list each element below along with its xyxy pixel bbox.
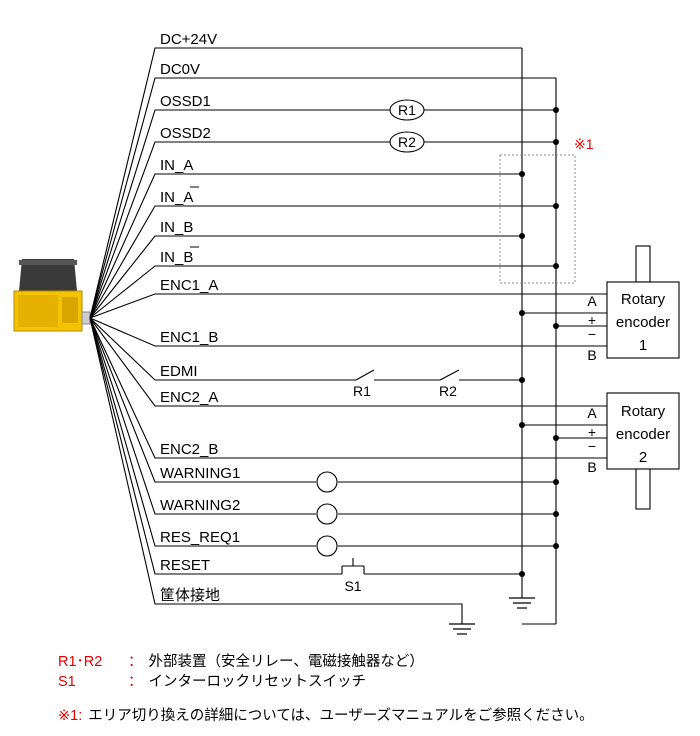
legend-text-note: エリア切り換えの詳細については、ユーザーズマニュアルをご参照ください。	[88, 708, 594, 724]
svg-text:R1: R1	[353, 383, 371, 399]
lamp-warning2-icon	[316, 503, 338, 525]
legend-sep: ：	[128, 674, 143, 690]
legend-sep: ：	[128, 654, 143, 670]
junction-dot	[553, 107, 559, 113]
svg-text:1: 1	[639, 337, 647, 354]
junction-dots	[519, 107, 559, 577]
overbars	[190, 186, 199, 248]
junction-dot	[519, 571, 525, 577]
junction-dot	[519, 422, 525, 428]
junction-dot	[519, 377, 525, 383]
svg-text:R1: R1	[398, 102, 416, 118]
signal-label: ENC1_B	[160, 329, 218, 346]
legend-key-relays: R1･R2	[58, 654, 103, 670]
signal-wires	[89, 47, 607, 624]
junction-dot	[553, 479, 559, 485]
svg-text:A: A	[587, 405, 597, 421]
svg-text:2: 2	[639, 449, 647, 466]
junction-dot	[553, 543, 559, 549]
legend-key-switch: S1	[58, 674, 76, 690]
signal-label: DC+24V	[160, 31, 217, 48]
svg-text:Rotary: Rotary	[621, 403, 666, 420]
svg-text:R2: R2	[398, 134, 416, 150]
signal-labels: DC+24V DC0V OSSD1 OSSD2 IN_A IN_A IN_B I…	[160, 31, 240, 604]
signal-label: ENC2_B	[160, 441, 218, 458]
lamp-warning1-icon	[316, 471, 338, 493]
relay-contact-r1: R1	[353, 369, 375, 399]
svg-text:−: −	[588, 438, 596, 454]
signal-label: OSSD2	[160, 125, 211, 142]
legend-text-switch: インターロックリセットスイッチ	[148, 674, 367, 690]
relay-coil-r1: R1	[389, 99, 425, 121]
ground-symbol-icon	[449, 623, 475, 635]
svg-text:A: A	[587, 293, 597, 309]
rotary-encoder-1: Rotary encoder 1 A + − B	[587, 245, 680, 363]
signal-label: RESET	[160, 557, 210, 574]
junction-dot	[553, 139, 559, 145]
area-switching-zone	[499, 154, 576, 284]
reset-switch-s1: S1	[341, 558, 365, 594]
signal-label: DC0V	[160, 61, 200, 78]
power-buses	[521, 48, 607, 625]
signal-label: 筐体接地	[160, 587, 220, 604]
legend-key-note: ※1	[58, 708, 79, 724]
junction-dot	[519, 233, 525, 239]
junction-dot	[519, 171, 525, 177]
legend-relays: R1･R2 ： 外部装置（安全リレー、電磁接触器など）	[58, 650, 424, 671]
junction-dot	[553, 323, 559, 329]
junction-dot	[553, 263, 559, 269]
junction-dot	[553, 511, 559, 517]
legend-note: ※1: エリア切り換えの詳細については、ユーザーズマニュアルをご参照ください。	[58, 704, 594, 725]
signal-label: EDMI	[160, 363, 198, 380]
junction-dot	[553, 435, 559, 441]
signal-label: OSSD1	[160, 93, 211, 110]
svg-text:+: +	[588, 312, 596, 328]
svg-text:B: B	[587, 459, 596, 475]
svg-text:encoder: encoder	[616, 314, 670, 331]
svg-text:Rotary: Rotary	[621, 291, 666, 308]
svg-text:B: B	[587, 347, 596, 363]
svg-text:S1: S1	[344, 578, 361, 594]
ground-symbol-icon	[509, 597, 535, 609]
svg-text:+: +	[588, 424, 596, 440]
relay-coil-r2: R2	[389, 131, 425, 153]
safety-laser-scanner-icon	[13, 259, 91, 332]
signal-label: ENC1_A	[160, 277, 218, 294]
svg-text:−: −	[588, 326, 596, 342]
junction-dot	[553, 203, 559, 209]
signal-label: WARNING1	[160, 465, 240, 482]
legend-text-relays: 外部装置（安全リレー、電磁接触器など）	[148, 654, 424, 670]
signal-label: WARNING2	[160, 497, 240, 514]
legend-switch: S1 ： インターロックリセットスイッチ	[58, 670, 366, 691]
relay-contact-r2: R2	[439, 369, 460, 399]
svg-text:encoder: encoder	[616, 426, 670, 443]
junction-dot	[519, 310, 525, 316]
signal-label: IN_B	[160, 219, 193, 236]
rotary-encoder-2: Rotary encoder 2 A + − B	[587, 392, 680, 510]
note-mark: ※1	[574, 136, 594, 152]
signal-label: IN_A	[160, 157, 193, 174]
signal-label: RES_REQ1	[160, 529, 240, 546]
signal-label: ENC2_A	[160, 389, 218, 406]
signal-label: IN_A	[160, 189, 193, 206]
signal-label: IN_B	[160, 249, 193, 266]
legend-sep: :	[78, 708, 83, 724]
lamp-res-req1-icon	[316, 535, 338, 557]
svg-text:R2: R2	[439, 383, 457, 399]
